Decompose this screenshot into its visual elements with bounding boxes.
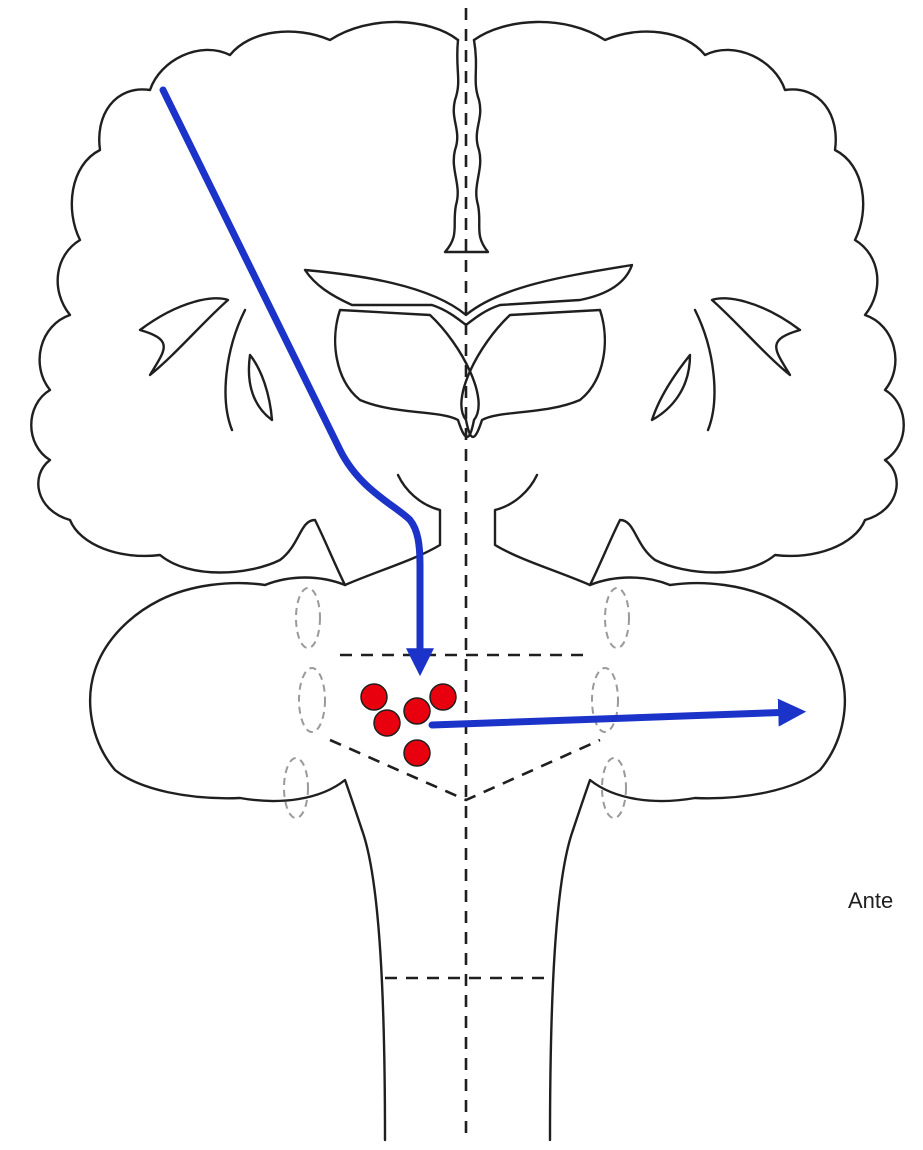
nucleus-dot (430, 684, 456, 710)
efferent-pathway-arrow (432, 712, 795, 725)
corpus-callosum (305, 265, 632, 325)
right-ghost-ellipse-1 (605, 588, 629, 648)
nucleus-dot (374, 710, 400, 736)
nucleus-dot (404, 740, 430, 766)
right-ventricle (461, 310, 604, 437)
left-insula-line (226, 310, 245, 430)
left-ghost-ellipse-2 (299, 668, 325, 732)
cerebellum (90, 578, 845, 831)
right-ghost-ellipse-3 (602, 758, 626, 818)
left-ghost-ellipse-1 (296, 588, 320, 648)
diagram-label: Ante (848, 888, 893, 914)
nucleus-dot (361, 684, 387, 710)
right-putamen (652, 355, 690, 420)
left-ghost-ellipse-3 (284, 758, 308, 818)
right-insula-line (695, 310, 714, 430)
left-cerebral-hemisphere (31, 22, 458, 585)
nucleus-dot (404, 698, 430, 724)
brainstem-left-edge (362, 830, 385, 1140)
left-lateral-sulcus (140, 298, 228, 375)
right-lateral-sulcus (712, 298, 800, 375)
left-ventricle (335, 310, 478, 437)
left-putamen (249, 355, 272, 420)
brainstem-right-edge (550, 830, 573, 1140)
